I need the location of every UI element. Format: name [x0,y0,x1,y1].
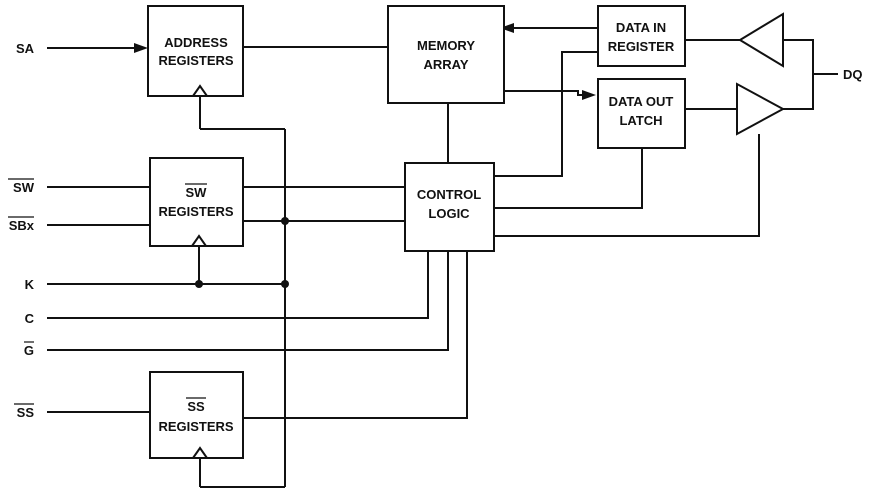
control-logic-block: CONTROL LOGIC [404,162,495,252]
data-in-register-label-2: REGISTER [608,39,675,54]
sw-registers-label-1: SW [186,185,208,200]
output-buffer-triangle [736,82,786,136]
clock-input-triangle [190,234,208,247]
input-buffer-triangle [738,12,784,68]
signal-ss-label: SS [17,405,35,420]
address-registers-label-2: REGISTERS [158,53,233,68]
wire-ss-to-control [243,251,468,419]
data-in-register-block: DATA IN REGISTER [597,5,686,67]
wire-c [47,251,429,319]
junction-dot [281,217,289,225]
wire-data-out-to-control [494,148,643,209]
wire-memory-to-data-out [504,90,586,96]
address-registers-block: ADDRESS REGISTERS [147,5,244,97]
junctions [195,217,289,288]
junction-dot [281,280,289,288]
wires [47,27,838,488]
data-out-latch-label-1: DATA OUT [609,94,674,109]
sw-registers-label-2: REGISTERS [158,204,233,219]
sw-registers-block: SW REGISTERS [149,157,244,247]
signal-g-label: G [24,343,34,358]
wire-control-to-data-in [494,51,598,177]
arrowheads [134,23,596,100]
memory-array-label-2: ARRAY [423,57,468,72]
wire-control-to-output-enable [494,134,760,237]
signal-k-label: K [25,277,35,292]
arrow-into-data-out-latch [582,90,596,100]
clock-input-triangle [191,84,209,97]
wire-g [47,251,449,351]
signal-dq-label: DQ [843,67,863,82]
memory-array-label-1: MEMORY [417,38,475,53]
clock-input-triangle [191,446,209,459]
wire-dq-input-side [783,39,814,110]
control-logic-label-2: LOGIC [428,206,470,221]
arrow-sa-to-address [134,43,148,53]
data-out-latch-block: DATA OUT LATCH [597,78,686,149]
memory-array-block: MEMORY ARRAY [387,5,505,104]
address-registers-label-1: ADDRESS [164,35,228,50]
data-in-register-label-1: DATA IN [616,20,666,35]
ss-registers-label-2: REGISTERS [158,419,233,434]
signal-sw-label: SW [13,180,35,195]
signal-sa-label: SA [16,41,35,56]
signal-c-label: C [25,311,35,326]
arrow-into-memory-array [500,23,514,33]
signal-sbx-label: SBx [9,218,35,233]
junction-dot [195,280,203,288]
ss-registers-block: SS REGISTERS [149,371,244,459]
control-logic-label-1: CONTROL [417,187,481,202]
signal-labels: SA SW SBx K C G SS DQ [8,41,863,420]
ss-registers-label-1: SS [187,399,205,414]
data-out-latch-label-2: LATCH [619,113,662,128]
